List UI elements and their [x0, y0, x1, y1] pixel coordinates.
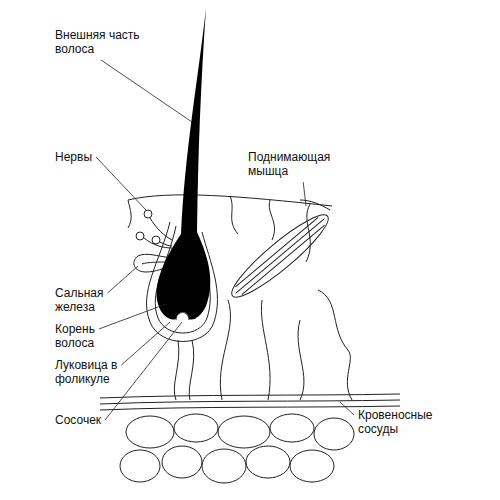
nerve-end [144, 210, 152, 218]
nerve-end [136, 232, 144, 240]
leader-line [99, 304, 166, 329]
hair-shaft [157, 8, 211, 320]
papilla [176, 313, 189, 321]
part-label: Сосочек [55, 413, 135, 427]
part-label: Поднимающая мышца [248, 150, 340, 178]
dermis-fibres [230, 196, 310, 262]
blood-vessel [100, 406, 400, 410]
skin-edge [128, 200, 131, 228]
blood-vessel [100, 400, 400, 404]
nerve-end [152, 236, 160, 244]
fat-cells [120, 414, 354, 483]
leader-line [303, 182, 306, 206]
leader-line [101, 60, 192, 122]
blood-vessel [100, 394, 400, 398]
part-label: Нервы [55, 150, 135, 164]
leader-line [96, 157, 146, 210]
part-label: Кровеносные сосуды [358, 408, 448, 436]
part-label: Корень волоса [55, 322, 117, 350]
part-label: Сальная железа [55, 286, 117, 314]
leader-line [121, 322, 170, 365]
part-label: Внешняя часть волоса [55, 28, 147, 56]
nerve-fibre [144, 218, 172, 248]
muscle-tendon [300, 200, 330, 210]
part-label: Луковица в фоликуле [55, 358, 129, 386]
leader-line [340, 402, 354, 415]
leader-line [108, 266, 138, 293]
